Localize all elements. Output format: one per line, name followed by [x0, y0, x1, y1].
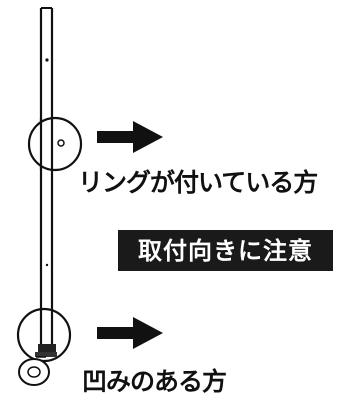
recess-side-arrow [97, 317, 163, 349]
ring-side-arrow [97, 121, 163, 153]
ring-side-label: リングが付いている方 [78, 168, 318, 197]
ring-end-detail [27, 116, 83, 172]
pole [39, 7, 54, 350]
caution-banner: 取付向きに注意 [118, 230, 333, 271]
recess-end-detail [16, 307, 72, 386]
recess-side-label: 凹みのある方 [82, 367, 227, 396]
caution-text: 取付向きに注意 [138, 236, 313, 265]
